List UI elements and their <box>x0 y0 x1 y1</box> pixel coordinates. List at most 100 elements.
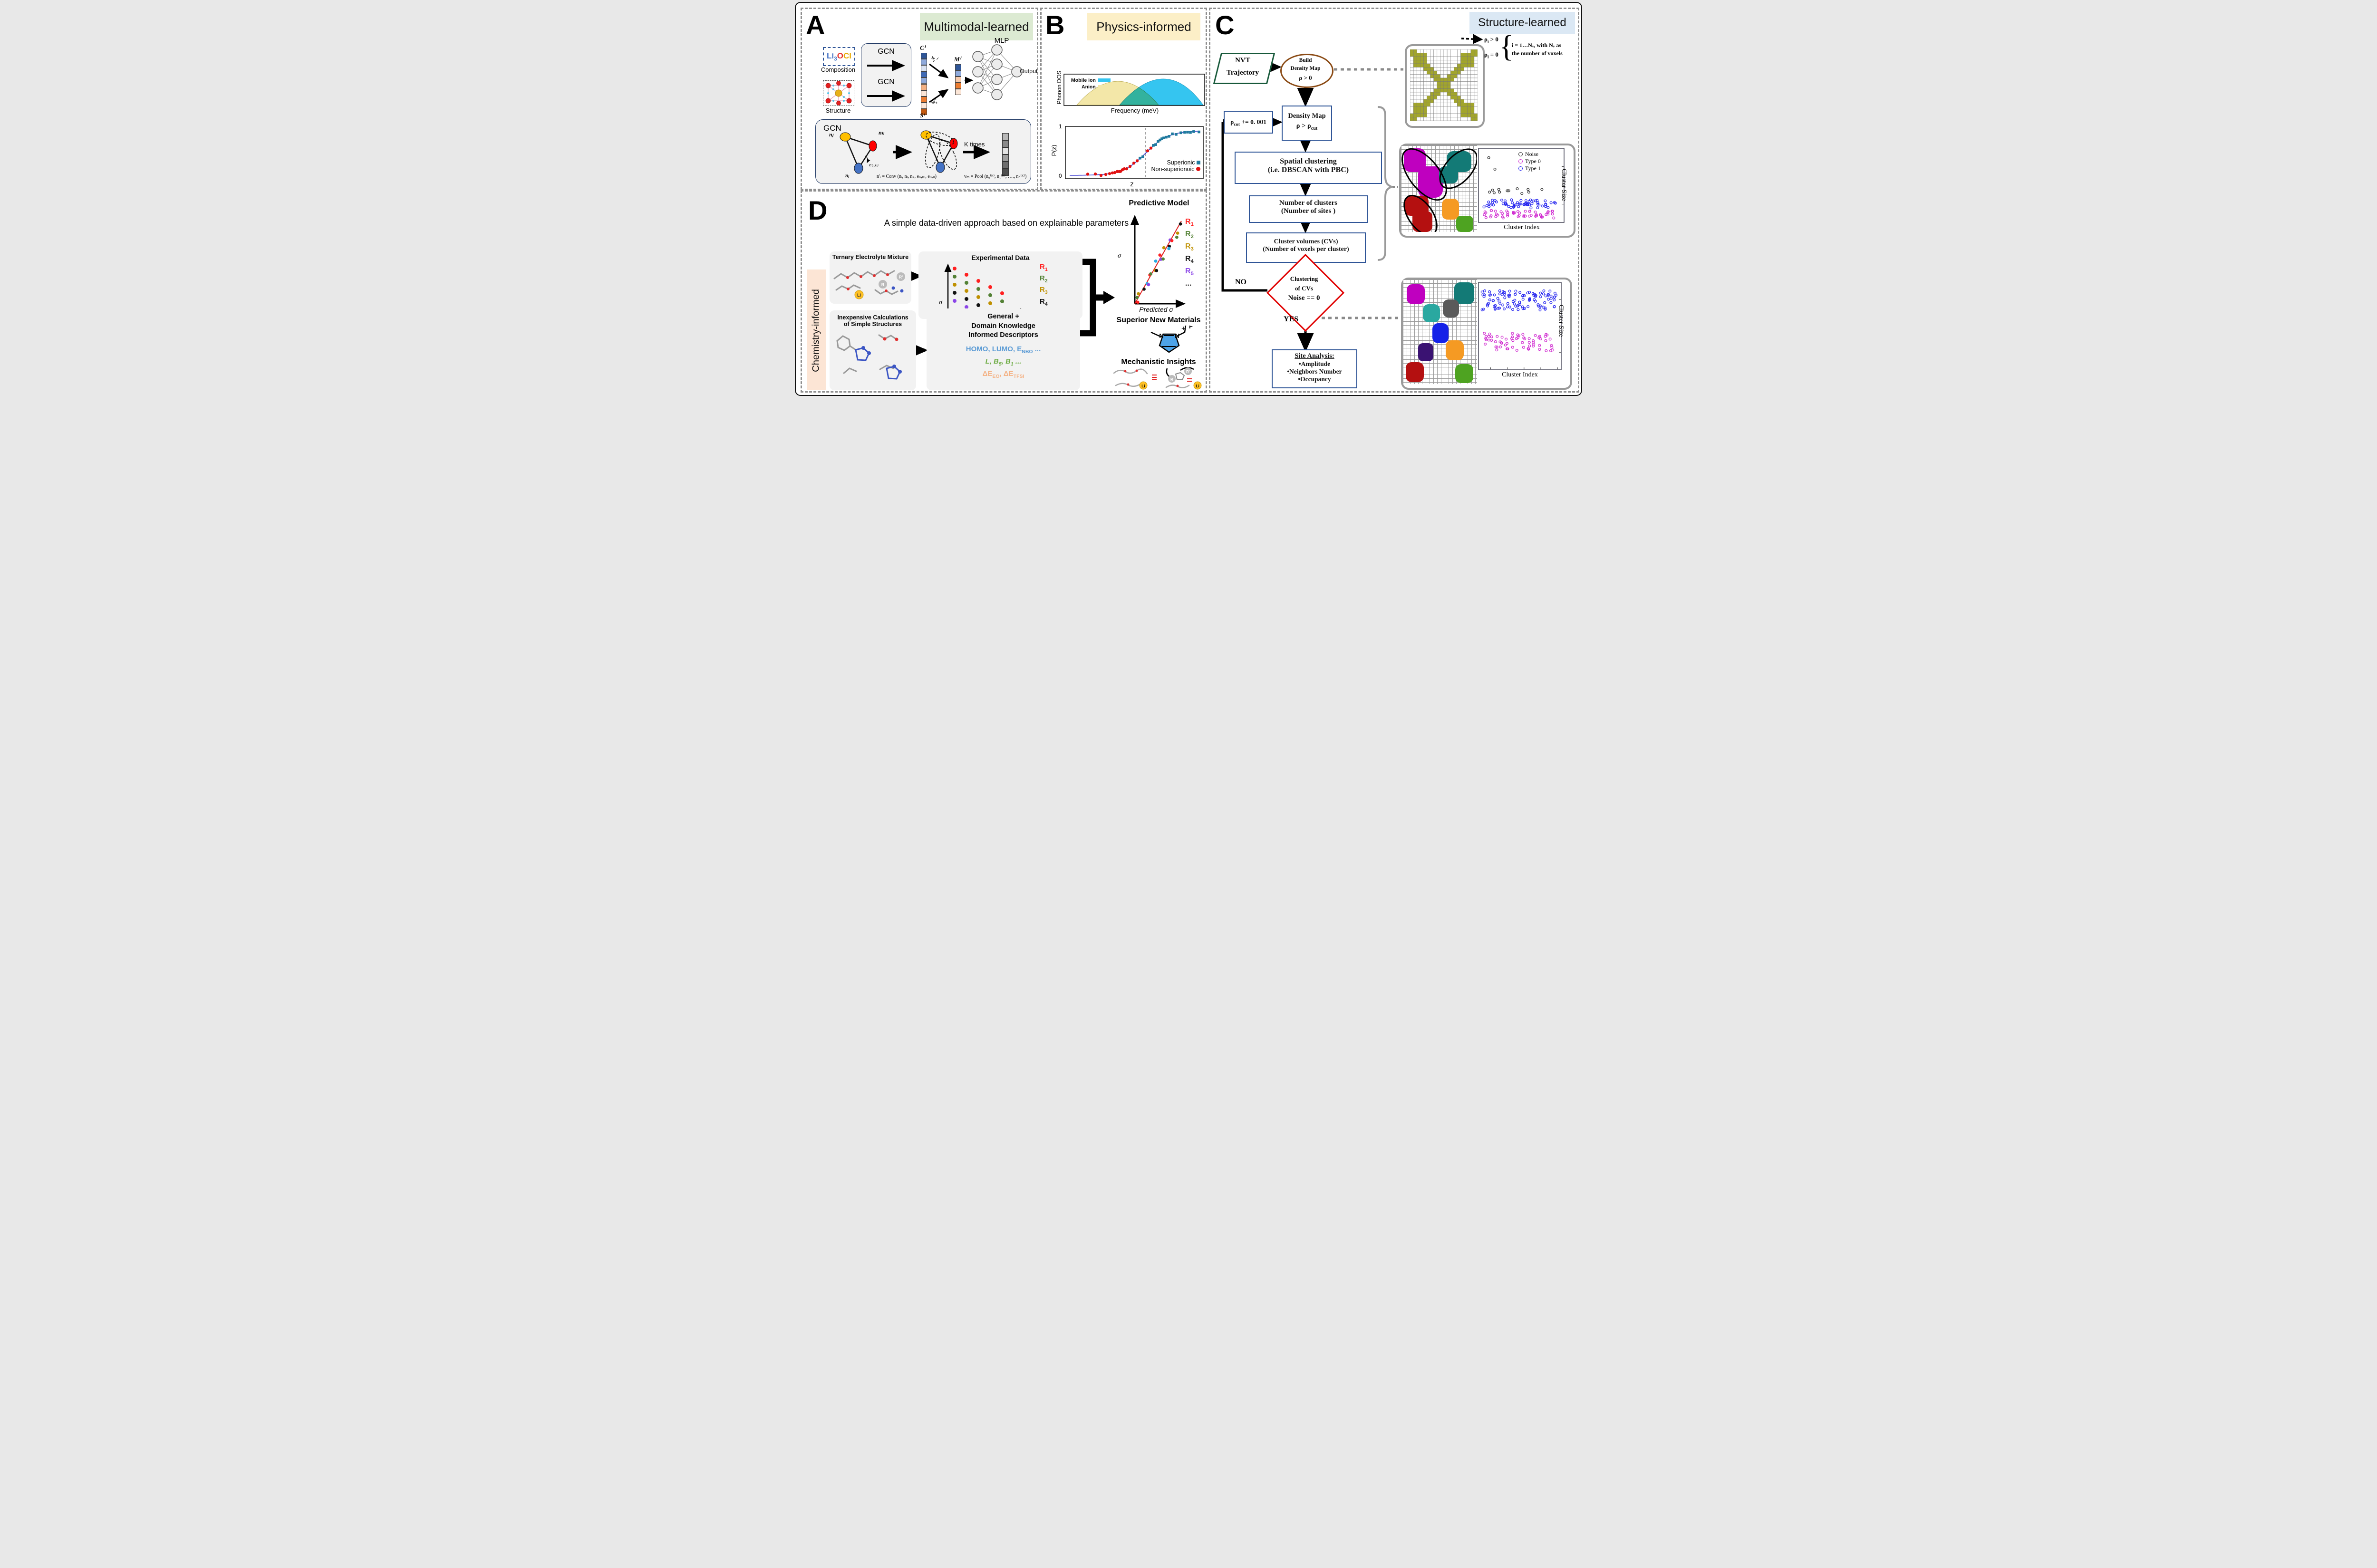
panel-b-header: Physics-informed <box>1087 13 1200 40</box>
rho-positive-label: ρi > 0 <box>1484 36 1498 44</box>
vector-cell <box>921 84 927 90</box>
cluster-blob <box>1439 166 1458 183</box>
gcn-top-label: GCN <box>878 48 895 56</box>
li-label-1: Li <box>1141 384 1145 388</box>
fusion-arrows <box>929 63 949 103</box>
mlp-network <box>972 44 1023 100</box>
voxel-x-grid <box>1410 49 1478 121</box>
cluster-size-ylabel-2: Cluster Size <box>1557 304 1565 337</box>
superior-n1: N <box>1159 332 1163 339</box>
noise-marker <box>1518 152 1523 156</box>
vector-s-label: Sⁱ <box>920 112 925 119</box>
vector-s <box>921 84 927 115</box>
vector-cell <box>955 64 961 70</box>
yes-label: YES <box>1284 315 1299 323</box>
spatial-clustering-box: Spatial clustering(i.e. DBSCAN with PBC) <box>1235 152 1382 184</box>
pz-plot <box>1065 126 1204 179</box>
r-prime-label: R' <box>1186 369 1190 374</box>
cluster-size-plot-final <box>1478 282 1562 370</box>
svg-text:Li: Li <box>857 293 861 298</box>
cluster-plot-legend: Noise Type 0 Type 1 <box>1518 151 1541 172</box>
r-series-legend-item: R1 <box>1185 218 1194 228</box>
predictive-model-title: Predictive Model <box>1129 199 1189 207</box>
cluster-blob <box>1406 362 1424 382</box>
cluster-blob <box>1423 304 1440 322</box>
cluster-index-xlabel-1: Cluster Index <box>1504 224 1540 231</box>
superior-n2: N <box>1175 332 1179 339</box>
vector-cell <box>921 90 927 96</box>
predictive-xlabel: Predicted σ <box>1139 306 1173 313</box>
panel-b: B Physics-informed Phonon DOS Mobile ion… <box>1040 8 1207 190</box>
node-j-label: nⱼ <box>829 131 833 138</box>
experimental-data-box: Experimental Data <box>918 251 1082 319</box>
no-label: NO <box>1235 278 1246 286</box>
li-label-2: Li <box>1196 384 1199 388</box>
gcn-bottom-label: GCN <box>878 78 895 86</box>
mlp-input-arrow <box>965 77 974 84</box>
pool-equation: vₘ = Pool (n₀⁽ᴷ⁾, n₁⁽ᴷ⁾, …., nₙ⁽ᴷ⁾) <box>964 174 1027 179</box>
vector-cell <box>921 71 927 77</box>
mlp-label: MLP <box>994 37 1009 45</box>
cluster-blob <box>1443 299 1459 317</box>
panel-a: A Multimodal-learned Li3OCl Composition <box>801 8 1038 190</box>
output-label: Output <box>1020 68 1038 75</box>
legend-noise: Noise <box>1518 151 1541 158</box>
legend-type0: Type 0 <box>1518 158 1541 165</box>
dos-legend-mobile-label: Mobile ion <box>1071 77 1096 83</box>
ternary-mixture-box: Ternary Electrolyte Mixture Li R R' <box>830 251 911 304</box>
r-series-legend-item: R3 <box>1040 286 1048 296</box>
r-series-legend-item: R5 <box>1185 267 1194 277</box>
mechanistic-art: Li Li R R' <box>1113 367 1202 390</box>
r-series-legend-item: R4 <box>1185 254 1194 265</box>
cluster-blob <box>1455 364 1473 383</box>
mechanistic-title: Mechanistic Insights <box>1121 358 1196 366</box>
gcn-arrows <box>867 60 905 102</box>
type0-marker <box>1518 159 1523 164</box>
vector-cell <box>955 70 961 77</box>
vector-m <box>955 64 961 95</box>
formula-sub3: 3 <box>834 55 837 62</box>
vector-cell <box>955 89 961 95</box>
cluster-blob <box>1446 340 1464 360</box>
r-series-legend-item: R1 <box>1040 263 1048 272</box>
vector-cell <box>955 83 961 89</box>
rho-zero-label: ρi = 0 <box>1484 51 1498 59</box>
panel-c-header: Structure-learned <box>1469 12 1575 34</box>
vector-c-label: Cⁱ <box>920 44 925 51</box>
cluster-blob <box>1442 199 1459 220</box>
r-series-legend-item: ... <box>1185 279 1192 288</box>
cluster-blob <box>1407 284 1425 304</box>
panel-c-letter: C <box>1215 10 1235 40</box>
crystal-structure-icon <box>825 81 852 106</box>
vector-c <box>921 53 927 84</box>
pooled-vector <box>1002 133 1009 176</box>
predictive-ylabel: σ <box>1118 252 1121 260</box>
vector-cell <box>1002 169 1009 176</box>
panel-d-title: A simple data-driven approach based on e… <box>884 218 1129 228</box>
edge-ik-label: e₍ᵢ,ₖ₎ <box>869 162 879 168</box>
panel-d-connectors <box>899 259 1115 360</box>
cluster-blob <box>1432 323 1449 343</box>
cluster-blob <box>1418 343 1433 361</box>
panel-c: C Structure-learned <box>1209 8 1579 393</box>
superior-materials-title: Superior New Materials <box>1116 316 1201 324</box>
vector-cell <box>921 96 927 103</box>
legend-type1: Type 1 <box>1518 165 1541 172</box>
cluster-size-ylabel-1: Cluster Size <box>1560 168 1567 202</box>
voxel-brace: { <box>1499 29 1514 64</box>
vector-cell <box>1002 147 1009 154</box>
chemistry-informed-strip: Chemistry-informed <box>807 269 826 390</box>
cluster-blob <box>1456 216 1473 232</box>
panel-d-letter: D <box>808 195 828 225</box>
cluster-blob <box>1454 282 1474 304</box>
r-label: R <box>1170 377 1173 382</box>
dos-ylabel: Phonon DOS <box>1056 70 1063 105</box>
structure-thumbnail <box>823 80 854 106</box>
descriptors-box: General + Domain Knowledge Informed Desc… <box>927 308 1080 390</box>
vector-cell <box>1002 133 1009 140</box>
panel-a-header: Multimodal-learned <box>920 13 1033 40</box>
rho-cut-increment-box: ρcut += 0. 001 <box>1224 111 1273 134</box>
